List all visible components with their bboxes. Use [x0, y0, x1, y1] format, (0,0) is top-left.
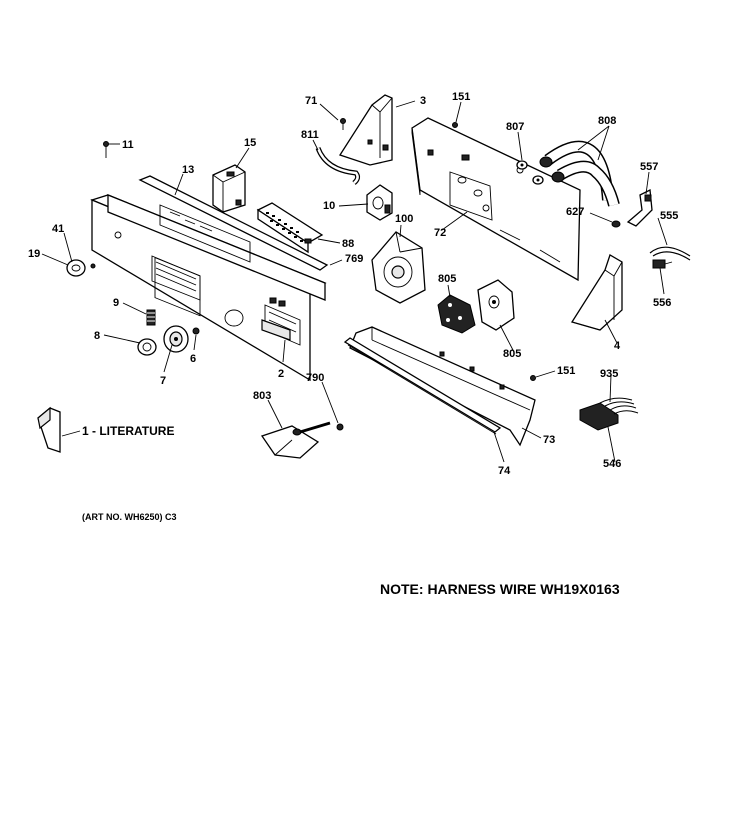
module-15 [212, 164, 246, 213]
valve-805-left [437, 294, 476, 334]
bracket-3 [339, 94, 393, 166]
label-71: 71 [305, 95, 317, 107]
screw-71 [340, 118, 346, 130]
label-88: 88 [342, 238, 354, 250]
label-555: 555 [660, 210, 678, 222]
label-790: 790 [306, 372, 324, 384]
rear-panel-72 [411, 117, 581, 282]
selector-knob-8 [137, 338, 157, 356]
screw-790 [336, 423, 344, 431]
label-8: 8 [94, 330, 100, 342]
label-2: 2 [278, 368, 284, 380]
spring-9 [146, 309, 156, 326]
screw-151-top [452, 122, 458, 128]
label-803: 803 [253, 390, 271, 402]
label-627: 627 [566, 206, 584, 218]
label-935: 935 [600, 368, 618, 380]
label-7: 7 [160, 375, 166, 387]
screw-151-bottom [530, 375, 536, 381]
label-805-top: 805 [438, 273, 456, 285]
harness-546 [579, 397, 639, 431]
label-151-bottom: 151 [557, 365, 575, 377]
valve-805-right [477, 279, 515, 331]
label-13: 13 [182, 164, 194, 176]
label-546: 546 [603, 458, 621, 470]
label-4: 4 [614, 340, 621, 352]
cord-bracket-557 [626, 188, 653, 227]
label-41: 41 [52, 223, 64, 235]
harness-note: NOTE: HARNESS WIRE WH19X0163 [380, 581, 620, 597]
label-811: 811 [301, 129, 319, 141]
leader-lines [41, 100, 668, 463]
label-6: 6 [190, 353, 196, 365]
label-74: 74 [498, 465, 511, 477]
label-72: 72 [434, 227, 446, 239]
label-556: 556 [653, 297, 671, 309]
dial-7 [163, 325, 189, 353]
knob-19 [66, 259, 86, 277]
trim-74 [343, 337, 502, 435]
grommet-807 [516, 160, 544, 185]
art-number: (ART NO. WH6250) C3 [82, 512, 177, 522]
label-10: 10 [323, 200, 335, 212]
label-73: 73 [543, 434, 555, 446]
washer-627 [611, 220, 621, 228]
literature-icon [37, 406, 61, 453]
connector-556 [652, 259, 673, 269]
label-769: 769 [345, 253, 363, 265]
screw-11 [103, 141, 109, 158]
label-literature: 1 - LITERATURE [82, 424, 174, 438]
label-557: 557 [640, 161, 658, 173]
base-bracket-73 [349, 326, 536, 447]
control-board-88 [256, 202, 324, 254]
clip-41 [90, 263, 96, 269]
label-805-bottom: 805 [503, 348, 521, 360]
label-11: 11 [122, 139, 134, 151]
timer-motor-100 [371, 231, 426, 304]
knob-803 [260, 421, 331, 459]
end-cap-4 [570, 254, 623, 331]
wire-555 [649, 246, 691, 261]
label-15: 15 [244, 137, 256, 149]
label-3: 3 [420, 95, 426, 107]
control-panel-housing [90, 175, 329, 382]
clip-6 [192, 327, 200, 335]
label-19: 19 [28, 248, 40, 260]
fill-hose-808 [539, 140, 620, 207]
display-board [261, 297, 291, 341]
label-151-top: 151 [452, 91, 470, 103]
label-9: 9 [113, 297, 119, 309]
switch-10 [366, 184, 393, 221]
label-807: 807 [506, 121, 524, 133]
label-100: 100 [395, 213, 413, 225]
label-808: 808 [598, 115, 616, 127]
